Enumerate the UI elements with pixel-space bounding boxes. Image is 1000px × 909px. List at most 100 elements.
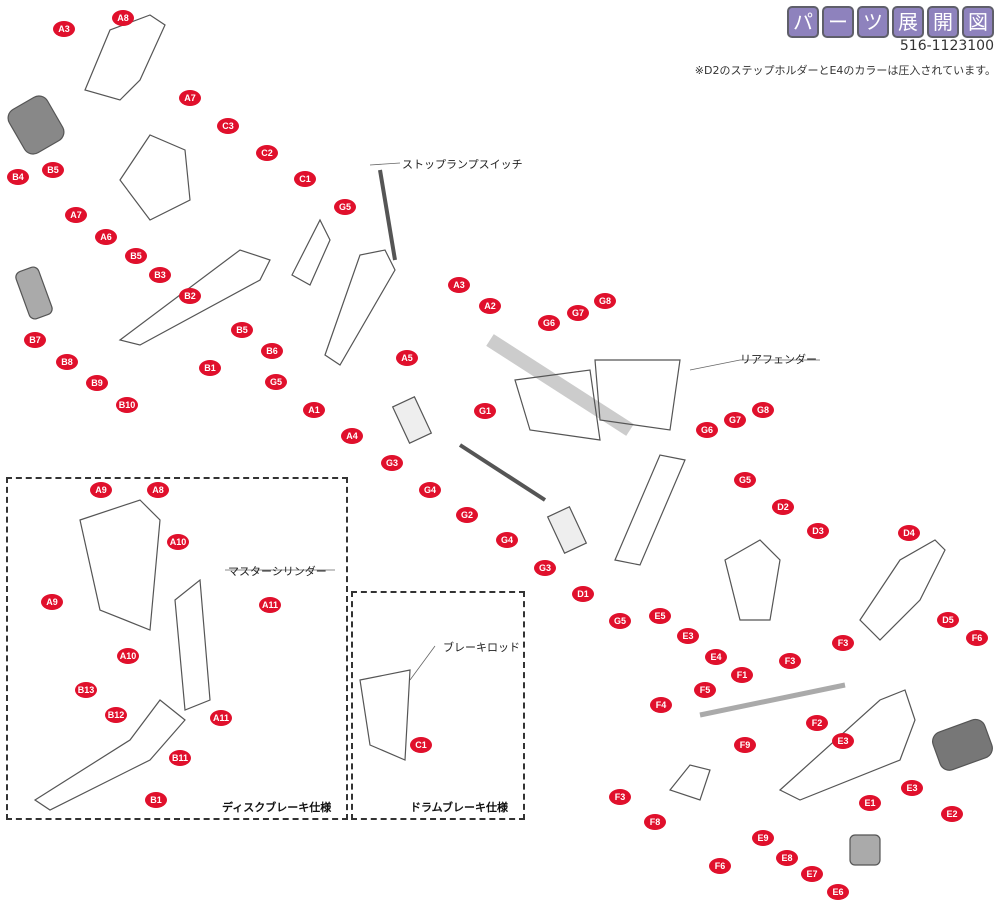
heel-guard-d4	[859, 539, 946, 641]
part-label-f6: F6	[709, 858, 731, 874]
bracket-c1	[291, 218, 331, 286]
pipe-g1	[486, 334, 634, 436]
brake-lever-e1	[778, 689, 916, 801]
part-label-b12: B12	[105, 707, 127, 723]
part-label-g4: G4	[419, 482, 441, 498]
plate-d1	[614, 454, 686, 566]
part-label-g8: G8	[752, 402, 774, 418]
part-label-g7: G7	[567, 305, 589, 321]
title-char: 展	[892, 6, 924, 38]
part-label-e3: E3	[677, 628, 699, 644]
part-label-g2: G2	[456, 507, 478, 523]
part-label-e1: E1	[859, 795, 881, 811]
part-label-a7: A7	[65, 207, 87, 223]
part-label-a3: A3	[53, 21, 75, 37]
part-label-d2: D2	[772, 499, 794, 515]
part-label-e4: E4	[705, 649, 727, 665]
callout-stop-lamp-switch: ストップランプスイッチ	[402, 158, 523, 171]
part-label-b1: B1	[199, 360, 221, 376]
rod-f1	[699, 682, 846, 718]
master-cylinder	[174, 578, 211, 711]
part-label-a8: A8	[147, 482, 169, 498]
bracket-g1	[514, 369, 601, 441]
part-label-b1: B1	[145, 792, 167, 808]
part-label-a11: A11	[210, 710, 232, 726]
part-label-e7: E7	[801, 866, 823, 882]
part-label-d3: D3	[807, 523, 829, 539]
part-label-e2: E2	[941, 806, 963, 822]
part-label-g6: G6	[696, 422, 718, 438]
part-label-f6: F6	[966, 630, 988, 646]
bracket-f8	[668, 764, 711, 801]
disc-brake-spec-label: ディスクブレーキ仕様	[222, 801, 332, 814]
part-label-a6: A6	[95, 229, 117, 245]
part-label-d4: D4	[898, 525, 920, 541]
drum-brake-spec-label: ドラムブレーキ仕様	[410, 801, 509, 814]
part-label-a9: A9	[90, 482, 112, 498]
part-label-f2: F2	[806, 715, 828, 731]
part-label-a9: A9	[41, 594, 63, 610]
assembly-note: ※D2のステップホルダーとE4のカラーは圧入されています。	[694, 64, 996, 77]
part-label-b6: B6	[261, 343, 283, 359]
part-label-a11: A11	[259, 597, 281, 613]
part-label-e9: E9	[752, 830, 774, 846]
part-label-e5: E5	[649, 608, 671, 624]
part-label-f3: F3	[832, 635, 854, 651]
inset-heel-guard	[79, 499, 161, 631]
part-label-f9: F9	[734, 737, 756, 753]
part-label-f1: F1	[731, 667, 753, 683]
drum-brake-inset	[351, 591, 525, 820]
collar-g3	[391, 396, 433, 444]
part-label-b13: B13	[75, 682, 97, 698]
part-label-g5: G5	[734, 472, 756, 488]
plate-a1	[324, 249, 396, 366]
part-label-a10: A10	[117, 648, 139, 664]
part-label-e3: E3	[901, 780, 923, 796]
part-label-f4: F4	[650, 697, 672, 713]
part-label-g3: G3	[381, 455, 403, 471]
part-label-b7: B7	[24, 332, 46, 348]
title-char: 図	[962, 6, 994, 38]
part-label-a2: A2	[479, 298, 501, 314]
part-label-b8: B8	[56, 354, 78, 370]
step-holder-d2	[724, 539, 781, 621]
part-number: 516-1123100	[899, 38, 994, 54]
part-label-g5: G5	[334, 199, 356, 215]
part-label-b9: B9	[86, 375, 108, 391]
part-label-b5: B5	[42, 162, 64, 178]
part-label-a10: A10	[167, 534, 189, 550]
part-label-e8: E8	[776, 850, 798, 866]
part-label-c1: C1	[410, 737, 432, 753]
disc-brake-inset	[6, 477, 348, 820]
inset-brake-lever	[33, 699, 186, 811]
part-label-b10: B10	[116, 397, 138, 413]
part-label-g8: G8	[594, 293, 616, 309]
callout-master-cylinder: マスターシリンダー	[228, 565, 327, 578]
lever-peg	[15, 266, 53, 320]
part-label-g3: G3	[534, 560, 556, 576]
part-label-f3: F3	[609, 789, 631, 805]
part-label-a4: A4	[341, 428, 363, 444]
part-label-b3: B3	[149, 267, 171, 283]
title-char: 開	[927, 6, 959, 38]
part-label-g6: G6	[538, 315, 560, 331]
part-label-c1: C1	[294, 171, 316, 187]
step-holder-plate	[119, 134, 191, 221]
part-label-g5: G5	[609, 613, 631, 629]
title-char: ツ	[857, 6, 889, 38]
inset-drum-lever	[359, 669, 411, 761]
part-label-b5: B5	[125, 248, 147, 264]
shaft-g2	[458, 443, 547, 502]
part-label-e3: E3	[832, 733, 854, 749]
part-label-f3: F3	[779, 653, 801, 669]
footpeg-e2	[932, 718, 993, 771]
part-label-d1: D1	[572, 586, 594, 602]
shift-lever	[118, 249, 271, 346]
callout-rear-fender: リアフェンダー	[740, 353, 817, 366]
part-label-g1: G1	[474, 403, 496, 419]
part-label-b11: B11	[169, 750, 191, 766]
leader-lines	[225, 162, 820, 681]
title-char: ー	[822, 6, 854, 38]
